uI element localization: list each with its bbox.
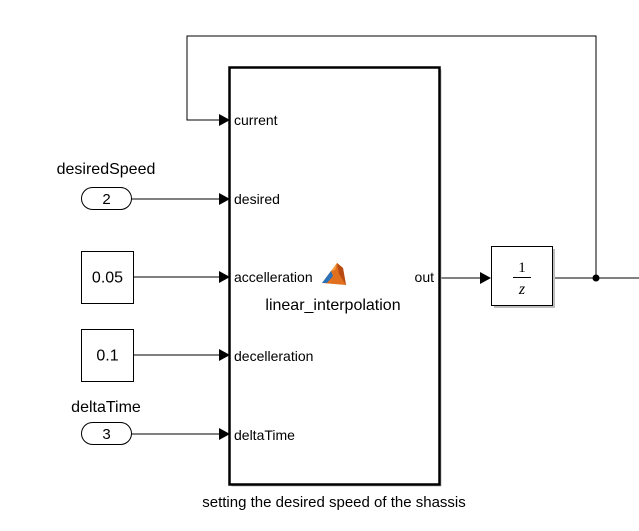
unit-delay-block[interactable]: 1 z xyxy=(491,246,556,309)
feedback-wire[interactable] xyxy=(186,35,597,278)
port-label-accelleration: accelleration xyxy=(234,269,313,285)
port-label-current: current xyxy=(234,112,278,128)
constant-value: 0.05 xyxy=(92,270,123,287)
desired-speed-inport[interactable]: 2 xyxy=(81,187,132,210)
block-caption: setting the desired speed of the shassis xyxy=(202,494,466,511)
port-label-desired: desired xyxy=(234,191,280,207)
inport-oval xyxy=(81,422,132,445)
block-name: linear_interpolation xyxy=(265,297,400,314)
current-input-arrowhead xyxy=(219,114,230,126)
delta-time-title: deltaTime xyxy=(71,399,141,416)
constant-frame xyxy=(81,329,134,382)
accelleration-input-arrowhead xyxy=(219,271,230,283)
port-label-out: out xyxy=(415,269,435,285)
inport-number: 3 xyxy=(102,426,110,443)
delay-input-arrowhead xyxy=(480,272,491,284)
constant-value: 0.1 xyxy=(96,348,118,365)
desired-input-arrowhead xyxy=(219,193,230,205)
accelleration-constant-block[interactable]: 0.05 xyxy=(81,251,134,304)
inport-oval xyxy=(81,187,132,210)
delay-denominator: z xyxy=(518,281,526,298)
port-label-delta-time: deltaTime xyxy=(234,427,295,443)
constant-frame xyxy=(81,251,134,304)
decelleration-input-arrowhead xyxy=(219,349,230,361)
branch-point xyxy=(592,274,600,282)
linear-interpolation-block[interactable]: current desired accelleration decellerat… xyxy=(228,66,442,487)
delta-time-input-arrowhead xyxy=(219,428,230,440)
delay-frame xyxy=(491,246,553,306)
decelleration-constant-block[interactable]: 0.1 xyxy=(81,329,134,382)
delay-numerator: 1 xyxy=(518,260,526,276)
delta-time-inport[interactable]: 3 xyxy=(81,422,132,445)
matlab-logo-icon xyxy=(322,263,346,285)
desired-speed-title: desiredSpeed xyxy=(57,161,156,178)
inport-number: 2 xyxy=(102,191,110,208)
port-label-decelleration: decelleration xyxy=(234,348,313,364)
